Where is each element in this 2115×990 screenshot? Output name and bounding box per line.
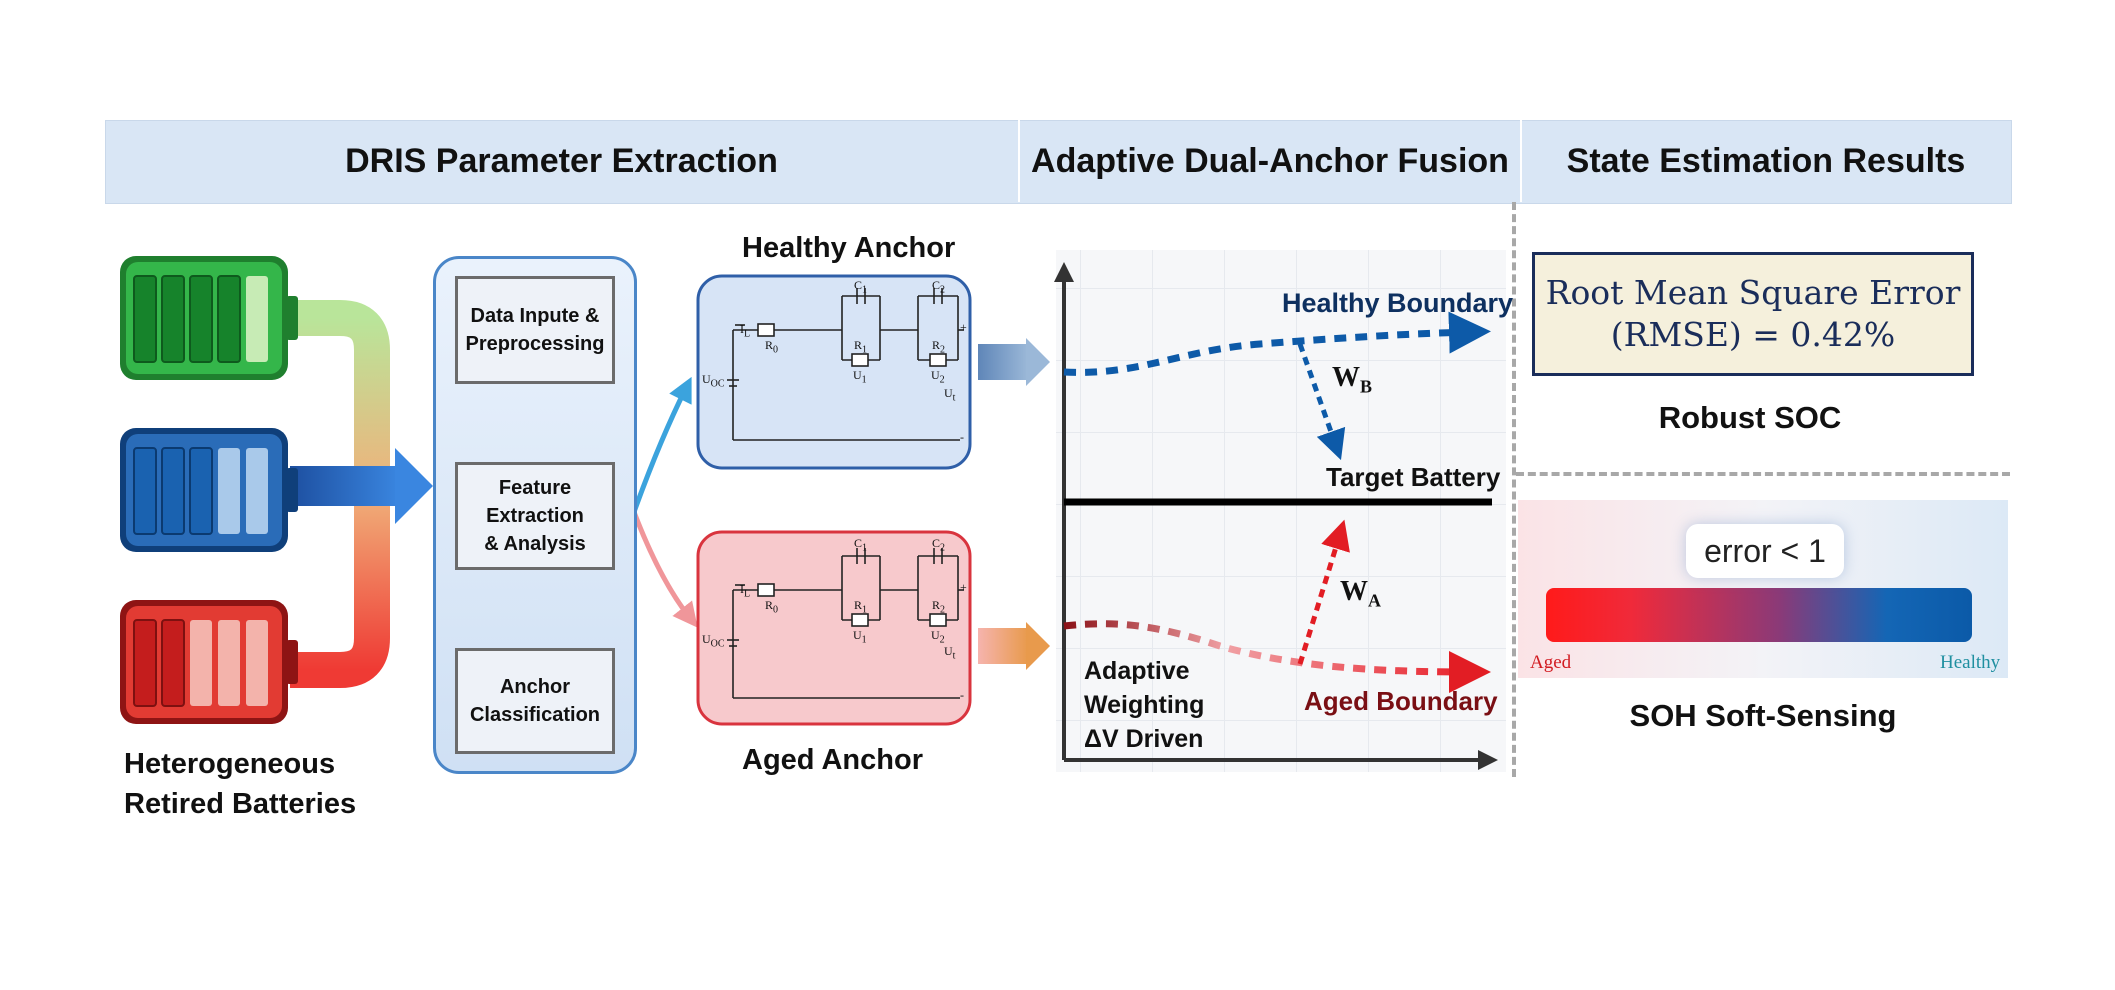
results-separator-vertical — [1512, 202, 1516, 777]
error-chip: error < 1 — [1686, 524, 1844, 578]
header-extraction: DRIS Parameter Extraction — [345, 142, 778, 180]
input-arrow-icon — [290, 448, 433, 524]
weight-b-label: WB — [1332, 362, 1373, 397]
soh-healthy-label: Healthy — [1940, 652, 2001, 673]
circuit-label: R1 — [854, 338, 868, 356]
branch-arrow-aged — [631, 511, 698, 628]
circuit-label: U2 — [931, 368, 945, 386]
circuit-label: U1 — [853, 368, 867, 386]
circuit-label: + — [960, 580, 967, 594]
battery-caption: Heterogeneous Retired Batteries — [124, 744, 356, 824]
soh-label: SOH Soft-Sensing — [1629, 698, 1897, 733]
circuit-label: R1 — [854, 598, 868, 616]
circuit-label: Ut — [944, 386, 956, 404]
step-anchor-classification: Anchor Classification — [455, 648, 615, 754]
adaptive-line1: Adaptive — [1084, 657, 1190, 685]
aged-anchor-label: Aged Anchor — [742, 744, 923, 776]
circuit-label: C1 — [854, 536, 868, 554]
rmse-result-box: Root Mean Square Error (RMSE) = 0.42% — [1532, 252, 1974, 376]
step-feature-extraction: Feature Extraction & Analysis — [455, 462, 615, 570]
circuit-label: UOC — [702, 632, 725, 650]
aged-boundary-label: Aged Boundary — [1304, 686, 1498, 716]
header-band — [105, 120, 2012, 204]
circuit-label: R0 — [765, 338, 779, 356]
circuit-label: R2 — [932, 598, 946, 616]
aged-boundary-curve — [1063, 620, 1491, 693]
flow-arrow-aged-icon — [978, 622, 1050, 670]
circuit-label: U2 — [931, 628, 945, 646]
circuit-label: C1 — [854, 278, 868, 296]
results-separator-horizontal — [1516, 472, 2010, 476]
header-divider — [1520, 120, 1522, 202]
aged-anchor-circuit — [696, 530, 972, 726]
robust-soc-label: Robust SOC — [1658, 400, 1842, 435]
rmse-line2: (RMSE) = 0.42% — [1610, 315, 1896, 354]
battery-caption-line1: Heterogeneous — [124, 748, 336, 780]
circuit-label: - — [960, 688, 964, 702]
branch-arrow-healthy — [631, 376, 692, 513]
circuit-label: Ut — [944, 644, 956, 662]
healthy-anchor-circuit — [696, 274, 972, 470]
battery-caption-line2: Retired Batteries — [124, 788, 357, 820]
circuit-label: - — [960, 430, 964, 444]
circuit-label: C2 — [932, 278, 946, 296]
adaptive-line2: Weighting — [1084, 691, 1205, 719]
battery-aged-icon — [120, 600, 298, 724]
circuit-label: + — [960, 320, 967, 334]
fusion-plot — [1054, 250, 1506, 772]
circuit-label: IL — [740, 322, 751, 340]
circuit-label: U1 — [853, 628, 867, 646]
step-data-input: Data Inpute & Preprocessing — [455, 276, 615, 384]
healthy-anchor-label: Healthy Anchor — [742, 232, 956, 264]
circuit-label: IL — [740, 582, 751, 600]
weight-a-label: WA — [1340, 576, 1381, 611]
circuit-label: UOC — [702, 372, 725, 390]
weight-b-arrow — [1297, 343, 1346, 461]
soh-aged-label: Aged — [1530, 652, 1572, 673]
header-fusion: Adaptive Dual-Anchor Fusion — [1031, 142, 1509, 180]
healthy-boundary-label: Healthy Boundary — [1282, 288, 1514, 318]
adaptive-line3: ΔV Driven — [1084, 725, 1204, 753]
adaptive-weighting-note: Adaptive Weighting ΔV Driven — [1084, 654, 1204, 756]
header-results: State Estimation Results — [1566, 142, 1966, 180]
soh-gauge-bar — [1546, 588, 1972, 642]
target-battery-label: Target Battery — [1326, 462, 1501, 492]
header-divider — [1018, 120, 1020, 202]
healthy-boundary-curve — [1063, 311, 1491, 376]
circuit-label: C2 — [932, 536, 946, 554]
battery-medium-icon — [120, 428, 298, 552]
battery-healthy-icon — [120, 256, 298, 380]
flow-arrow-healthy-icon — [978, 338, 1050, 386]
circuit-label: R0 — [765, 598, 779, 616]
weight-a-arrow — [1297, 519, 1350, 665]
circuit-label: R2 — [932, 338, 946, 356]
rmse-line1: Root Mean Square Error — [1545, 273, 1961, 312]
